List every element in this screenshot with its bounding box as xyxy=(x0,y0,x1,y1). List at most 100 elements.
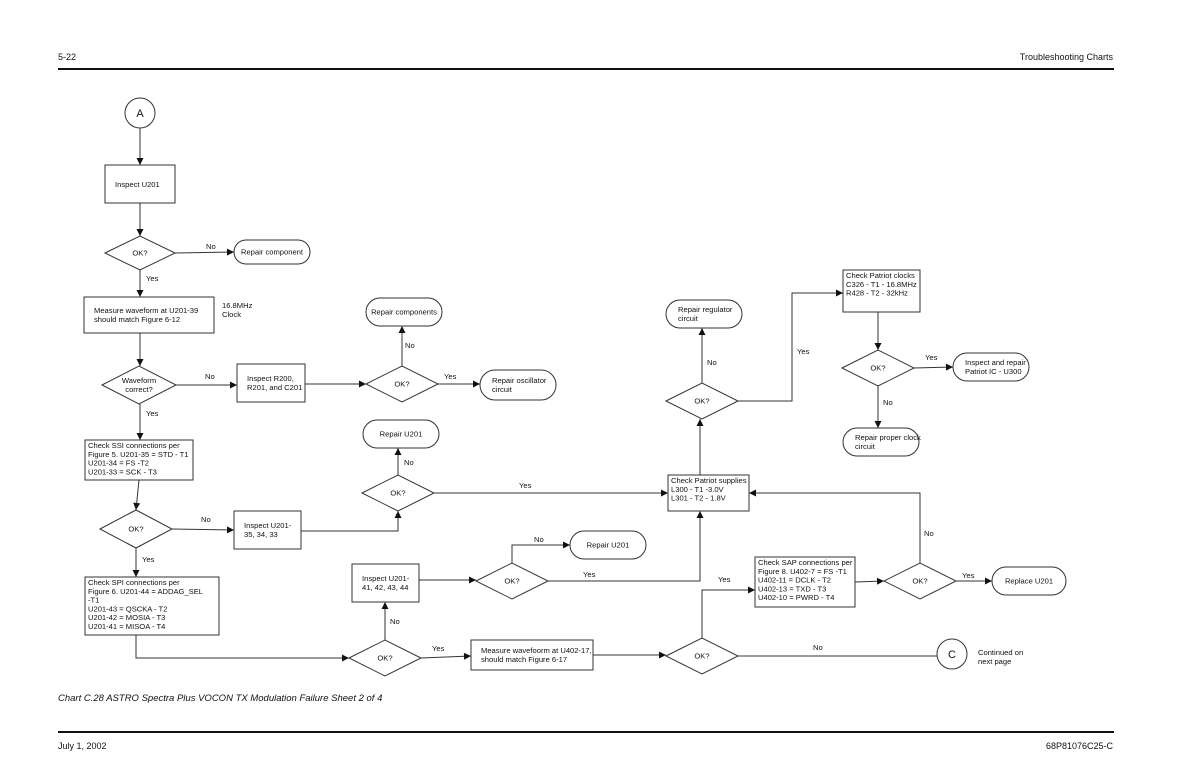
footer-date: July 1, 2002 xyxy=(58,741,107,751)
node-text-line: Repair proper clock xyxy=(855,433,921,442)
edge-label-no: No xyxy=(390,617,400,626)
node-text-line: Check SPI connections per xyxy=(88,578,180,587)
chart-caption: Chart C.28 ASTRO Spectra Plus VOCON TX M… xyxy=(58,693,383,704)
node-text-line: U402-11 = DCLK - T2 xyxy=(758,576,831,585)
section-title: Troubleshooting Charts xyxy=(1019,52,1113,62)
terminal-box xyxy=(842,427,920,457)
decision-diamond xyxy=(98,509,174,549)
node-text-line: R428 - T2 - 32kHz xyxy=(846,289,908,298)
node-text-line: OK? xyxy=(870,364,885,373)
node-text-line: U201-41 = MISOA - T4 xyxy=(88,622,165,631)
decision-diamond xyxy=(840,349,916,387)
edge-label-no: No xyxy=(205,372,215,381)
edge-label-no: No xyxy=(405,341,415,350)
node-text-line: Waveform xyxy=(122,376,156,385)
decision-diamond xyxy=(360,474,436,512)
node-repair-component: Repair component xyxy=(233,239,311,265)
node-ok7: OK? xyxy=(664,637,740,675)
process-box xyxy=(84,576,220,636)
node-text-line: L300 - T1 -3.0V xyxy=(671,485,725,494)
node-text-line: Repair oscillator xyxy=(492,376,547,385)
connector-circle xyxy=(124,97,156,129)
connector-circle xyxy=(936,638,968,670)
node-inspect-u201-35: Inspect U201-35, 34, 33 xyxy=(233,510,302,550)
edge-label-yes: Yes xyxy=(962,571,975,580)
node-text-line: OK? xyxy=(912,577,927,586)
node-text-line: Repair components xyxy=(371,308,437,317)
decision-diamond xyxy=(364,365,440,403)
edge-check-sap-to-ok10 xyxy=(854,577,885,585)
node-text-line: correct? xyxy=(125,385,152,394)
node-text-line: Repair regulator xyxy=(678,305,733,314)
node-text-line: R201, and C201 xyxy=(247,383,302,392)
node-text-line: Replace U201 xyxy=(1005,577,1053,586)
terminal-box xyxy=(569,530,647,560)
node-ok4: OK? xyxy=(360,474,436,512)
node-ok6: OK? xyxy=(474,562,550,600)
edge-label-yes: Yes xyxy=(583,570,596,579)
node-text-line: circuit xyxy=(492,385,513,394)
node-text-line: U201-42 = MOSIA - T3 xyxy=(88,613,165,622)
node-ok8: OK? xyxy=(664,382,740,420)
edge-label-yes: Yes xyxy=(432,644,445,653)
node-text-line: circuit xyxy=(678,314,699,323)
node-text-line: U402-10 = PWRD - T4 xyxy=(758,593,834,602)
node-text-line: Check Patriot clocks xyxy=(846,271,915,280)
edge-label-yes: Yes xyxy=(142,555,155,564)
edge-label-no: No xyxy=(883,398,893,407)
edge-label-yes: Yes xyxy=(444,372,457,381)
node-text-line: should match Figure 6-12 xyxy=(94,315,180,324)
edge-label-no: No xyxy=(813,643,823,652)
terminal-box xyxy=(991,566,1067,596)
node-text-line: Measure waveform at U201-39 xyxy=(94,306,198,315)
node-text-line: 16.8MHz xyxy=(222,301,253,310)
node-text-line: Inspect U201 xyxy=(115,180,160,189)
terminal-box xyxy=(233,239,311,265)
node-repair-u201-a: Repair U201 xyxy=(362,419,440,449)
process-box xyxy=(351,563,420,603)
node-ok5: OK? xyxy=(347,639,423,677)
node-text-line: Check SSI connections per xyxy=(88,441,180,450)
terminal-box xyxy=(479,369,557,401)
node-text-line: Repair U201 xyxy=(587,541,630,550)
terminal-box xyxy=(952,352,1030,382)
node-ok2: OK? xyxy=(364,365,440,403)
node-ok3: OK? xyxy=(98,509,174,549)
footer-rule xyxy=(58,731,1114,733)
edge-ok1-to-repair-component xyxy=(174,248,235,256)
edge-label-yes: Yes xyxy=(146,274,159,283)
node-text-line: OK? xyxy=(694,652,709,661)
node-text-line: Check Patriot supplies xyxy=(671,476,747,485)
edge-label-yes: Yes xyxy=(797,347,810,356)
process-box xyxy=(104,164,176,204)
edge-inspect-u201-35-to-ok4 xyxy=(301,511,402,532)
node-ok9: OK? xyxy=(840,349,916,387)
edge-label-no: No xyxy=(404,458,414,467)
node-text-line: Figure 5. U201-35 = STD - T1 xyxy=(88,450,189,459)
node-text-line: OK? xyxy=(390,489,405,498)
node-text-line: should match Figure 6-17 xyxy=(481,655,567,664)
node-text-line: U201-43 = QSCKA - T2 xyxy=(88,604,167,613)
node-text-line: Figure 6. U201-44 = ADDAG_SEL xyxy=(88,587,203,596)
node-text-line: Figure 8. U402-7 = FS -T1 xyxy=(758,567,847,576)
node-repair-components: Repair components xyxy=(365,297,443,327)
node-ok1: OK? xyxy=(103,235,177,271)
node-text-line: Repair U201 xyxy=(380,430,423,439)
node-text-line: Measure wavefoorm at U402-17, xyxy=(481,646,592,655)
node-text-line: Continued on xyxy=(978,648,1023,657)
node-measure-u402: Measure wavefoorm at U402-17,should matc… xyxy=(470,639,594,671)
node-text-line: Inspect and repair xyxy=(965,358,1026,367)
header-rule xyxy=(58,68,1114,70)
edge-label-yes: Yes xyxy=(718,575,731,584)
terminal-box xyxy=(362,419,440,449)
process-box xyxy=(84,439,194,481)
edge-ok9-to-inspect-patriot xyxy=(913,363,954,371)
